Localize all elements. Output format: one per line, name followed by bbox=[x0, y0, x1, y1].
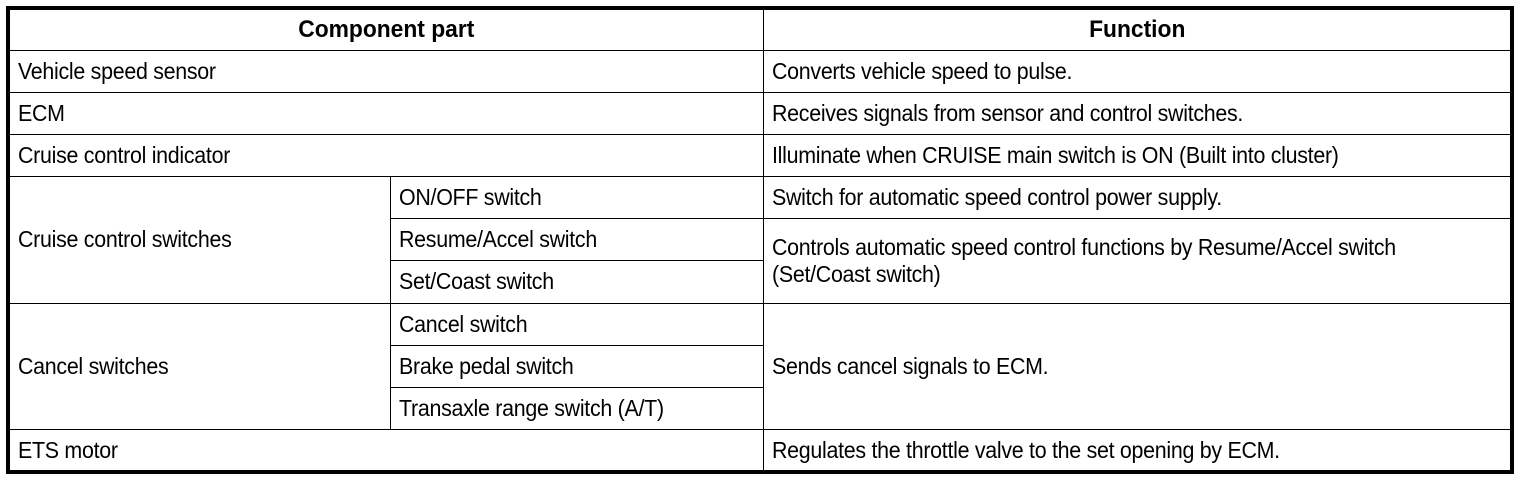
cell-component-ets-motor: ETS motor bbox=[7, 429, 764, 473]
cell-component-cancel-switches: Cancel switches bbox=[7, 302, 391, 431]
table-header-row: Component part Function bbox=[7, 7, 1513, 51]
table-row: Cruise control switches ON/OFF switch Sw… bbox=[7, 176, 1513, 304]
column-header-component-part: Component part bbox=[7, 7, 764, 51]
cell-sub-resume-accel-switch: Resume/Accel switch bbox=[389, 218, 764, 262]
component-label: ECM bbox=[18, 99, 65, 126]
function-label: Illuminate when CRUISE main switch is ON… bbox=[771, 141, 1339, 168]
table-row: Cruise control indicator Illuminate when… bbox=[7, 133, 1513, 178]
cell-sub-on-off-switch: ON/OFF switch bbox=[389, 176, 764, 220]
cell-function-cruise-control-indicator: Illuminate when CRUISE main switch is ON… bbox=[762, 133, 1513, 178]
function-label: Converts vehicle speed to pulse. bbox=[771, 57, 1072, 84]
component-label: Vehicle speed sensor bbox=[18, 57, 216, 84]
sub-component-label: Resume/Accel switch bbox=[398, 226, 597, 253]
table-row: Resume/Accel switch Controls automatic s… bbox=[8, 218, 1513, 304]
sub-component-label: Transaxle range switch (A/T) bbox=[398, 395, 664, 422]
function-label: Switch for automatic speed control power… bbox=[771, 184, 1222, 211]
sub-component-label: ON/OFF switch bbox=[398, 184, 542, 211]
sub-component-label: Set/Coast switch bbox=[398, 268, 554, 295]
component-label: ETS motor bbox=[18, 436, 118, 463]
cell-function-ets-motor: Regulates the throttle valve to the set … bbox=[762, 429, 1513, 473]
cell-sub-brake-pedal-switch: Brake pedal switch bbox=[389, 344, 764, 389]
table-row: Cancel switches Cancel switch Sends canc… bbox=[7, 302, 1513, 431]
table-row: ECM Receives signals from sensor and con… bbox=[7, 91, 1513, 135]
column-header-component-part-label: Component part bbox=[298, 15, 475, 43]
cell-component-vehicle-speed-sensor: Vehicle speed sensor bbox=[7, 49, 764, 93]
spec-table-container: Component part Function Vehicle speed se… bbox=[6, 6, 1515, 474]
cell-sub-transaxle-range-switch: Transaxle range switch (A/T) bbox=[389, 386, 764, 431]
table-row: Brake pedal switch bbox=[8, 344, 1512, 389]
cell-sub-cancel-switch: Cancel switch bbox=[389, 302, 764, 346]
component-label: Cancel switches bbox=[18, 352, 169, 379]
cell-component-cruise-control-indicator: Cruise control indicator bbox=[7, 133, 764, 178]
function-label: Regulates the throttle valve to the set … bbox=[771, 436, 1280, 463]
component-label: Cruise control switches bbox=[18, 226, 232, 253]
column-header-function: Function bbox=[762, 7, 1513, 51]
cell-function-vehicle-speed-sensor: Converts vehicle speed to pulse. bbox=[762, 49, 1513, 93]
table-row: Vehicle speed sensor Converts vehicle sp… bbox=[7, 49, 1513, 93]
cell-function-resume-accel-set-coast: Controls automatic speed control functio… bbox=[762, 218, 1513, 304]
function-label: Receives signals from sensor and control… bbox=[771, 99, 1243, 126]
function-label: Controls automatic speed control functio… bbox=[771, 233, 1396, 287]
cell-sub-set-coast-switch: Set/Coast switch bbox=[389, 260, 764, 304]
cell-function-cancel-switches: Sends cancel signals to ECM. bbox=[762, 302, 1513, 431]
table-row: Set/Coast switch bbox=[8, 260, 1512, 304]
function-label: Sends cancel signals to ECM. bbox=[771, 352, 1049, 379]
component-label: Cruise control indicator bbox=[18, 141, 231, 168]
table-row: ETS motor Regulates the throttle valve t… bbox=[7, 429, 1513, 473]
cell-function-on-off-switch: Switch for automatic speed control power… bbox=[762, 176, 1513, 220]
column-header-function-label: Function bbox=[1088, 15, 1185, 43]
table-header: Component part Function bbox=[7, 7, 1513, 51]
cell-function-ecm: Receives signals from sensor and control… bbox=[762, 91, 1513, 135]
sub-component-label: Cancel switch bbox=[398, 310, 528, 337]
cell-component-cruise-control-switches: Cruise control switches bbox=[7, 176, 391, 304]
table-body: Vehicle speed sensor Converts vehicle sp… bbox=[7, 49, 1513, 473]
sub-component-label: Brake pedal switch bbox=[398, 352, 574, 379]
cell-component-ecm: ECM bbox=[7, 91, 764, 135]
table-row: Transaxle range switch (A/T) bbox=[8, 386, 1512, 431]
component-function-table: Component part Function Vehicle speed se… bbox=[6, 6, 1515, 474]
